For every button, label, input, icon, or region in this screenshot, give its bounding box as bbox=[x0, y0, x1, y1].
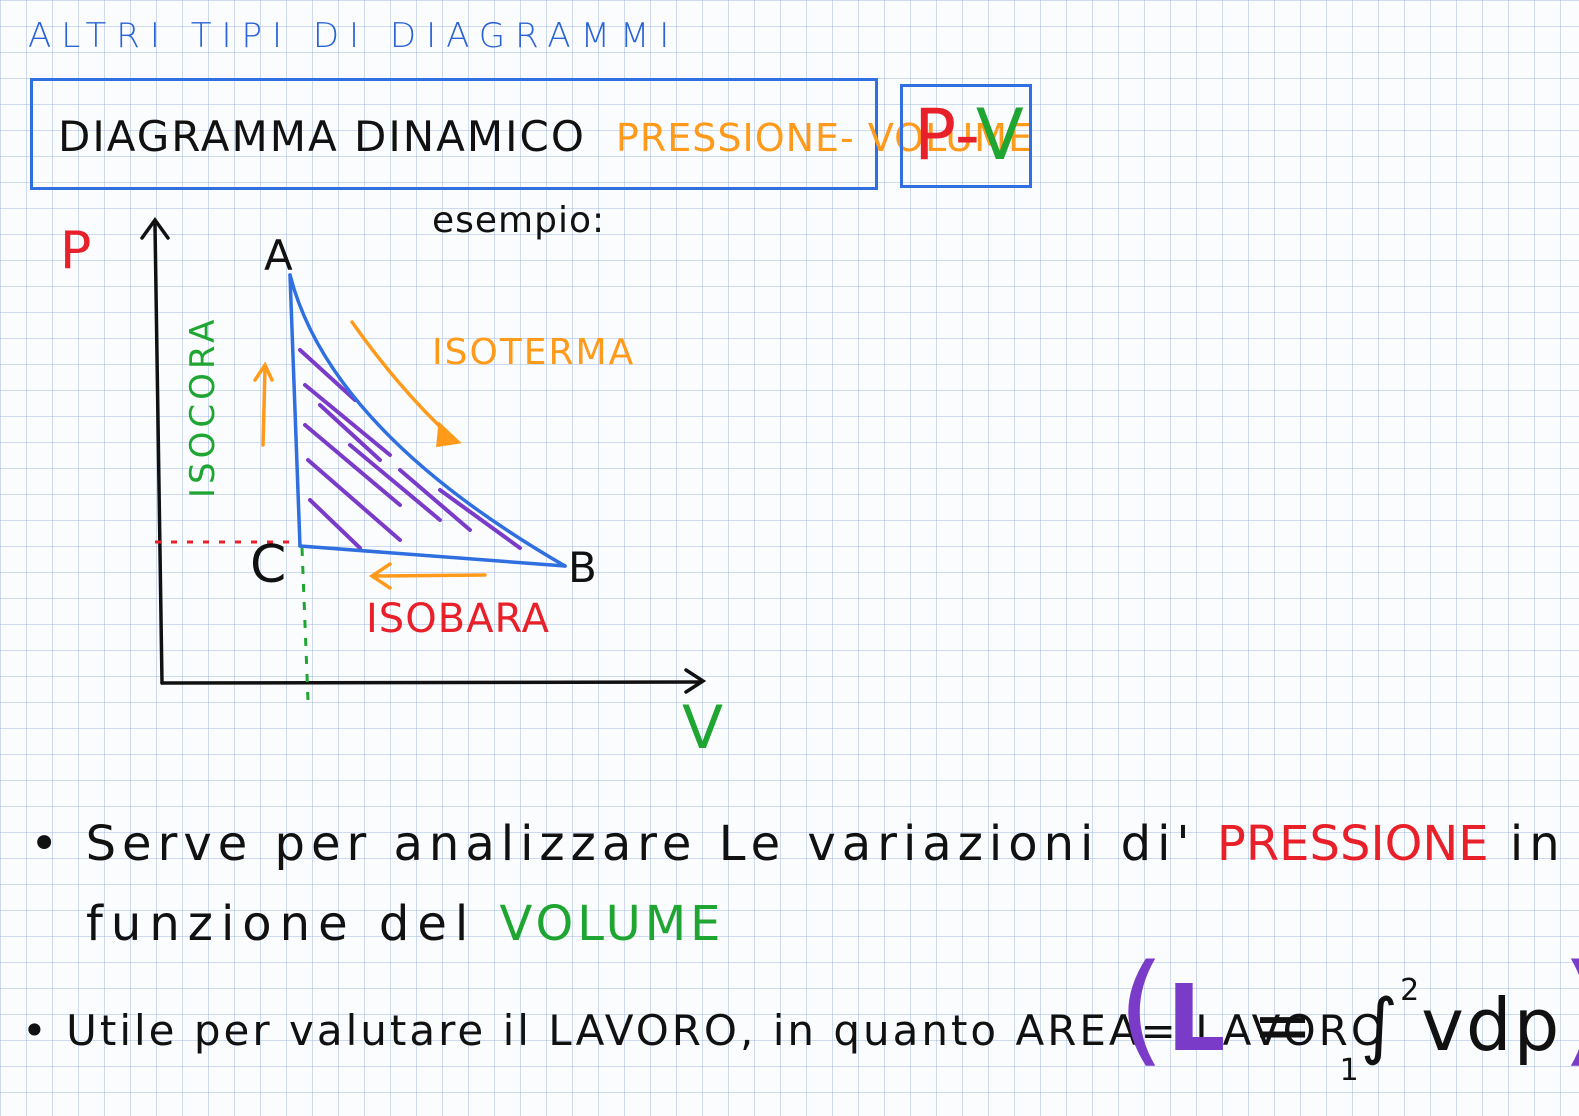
bullet-1-volume: VOLUME bbox=[499, 896, 725, 952]
example-label: esempio: bbox=[432, 200, 606, 241]
bullet-2-text: Utile per valutare il LAVORO, in quanto … bbox=[66, 1006, 1387, 1055]
thermo-cycle bbox=[288, 273, 567, 568]
pv-box bbox=[900, 84, 1032, 188]
isobar-arrow bbox=[373, 573, 487, 578]
x-axis-arrow bbox=[684, 668, 707, 694]
point-b: B bbox=[568, 543, 597, 592]
diagram-name: DIAGRAMMA DINAMICO bbox=[58, 112, 586, 161]
isobar-arrowhead bbox=[368, 562, 392, 590]
bullet-1-pressure: PRESSIONE bbox=[1216, 816, 1489, 872]
formula-lower-bound: 1 bbox=[1339, 1053, 1361, 1088]
isochore-arrowhead bbox=[253, 361, 274, 382]
isochore-arrow bbox=[261, 366, 267, 447]
page-title: ALTRI TIPI DI DIAGRAMMI bbox=[28, 16, 680, 56]
formula-integral: ∫ bbox=[1360, 983, 1401, 1067]
formula-work-symbol: L bbox=[1166, 965, 1228, 1072]
diagram-variables: PRESSIONE- VOLUME bbox=[615, 116, 1033, 160]
isotherm-label: ISOTERMA bbox=[432, 332, 635, 373]
formula-equals: = bbox=[1227, 983, 1340, 1067]
isobar-label: ISOBARA bbox=[366, 596, 550, 642]
axes bbox=[140, 217, 707, 694]
y-axis bbox=[153, 223, 164, 685]
point-a: A bbox=[264, 231, 293, 280]
bullet-2: • Utile per valutare il LAVORO, in quant… bbox=[22, 1006, 1387, 1055]
pv-label: P-V bbox=[914, 94, 1024, 176]
axis-y-label: P bbox=[60, 221, 91, 281]
diagram-type-label: DIAGRAMMA DINAMICO PRESSIONE- VOLUME bbox=[58, 112, 1033, 161]
pv-v: V bbox=[975, 94, 1024, 176]
x-axis bbox=[160, 680, 702, 685]
formula-open-paren: ( bbox=[1118, 940, 1167, 1079]
isochore-line bbox=[288, 273, 302, 548]
bullet-1-tail: in bbox=[1509, 816, 1566, 872]
isotherm-curve bbox=[288, 273, 567, 568]
formula-upper-bound: 2 bbox=[1400, 973, 1422, 1008]
isochore-label: ISOCORA bbox=[183, 316, 223, 498]
bullet-1-line-2: funzione del VOLUME bbox=[86, 896, 724, 952]
process-arrows bbox=[253, 320, 487, 590]
isotherm-arrowhead bbox=[436, 421, 462, 448]
y-axis-arrow bbox=[140, 217, 170, 240]
diagram-type-box bbox=[30, 78, 878, 190]
volume-dotted-line bbox=[300, 547, 310, 701]
work-formula: (L = 1∫2vdp) bbox=[1118, 940, 1579, 1088]
pv-dash: - bbox=[954, 94, 976, 176]
pv-p: P bbox=[914, 94, 955, 176]
hatched-work-area bbox=[298, 348, 522, 550]
formula-close-paren: ) bbox=[1561, 940, 1579, 1079]
bullet-1-line-2-text: funzione del bbox=[86, 896, 477, 952]
isobar-line bbox=[298, 544, 567, 568]
formula-integrand: vdp bbox=[1421, 983, 1562, 1067]
bullet-1: • Serve per analizzare Le variazioni di'… bbox=[30, 816, 1566, 872]
bullet-1-text: Serve per analizzare Le variazioni di' bbox=[85, 816, 1196, 872]
axis-x-label: V bbox=[682, 693, 723, 763]
point-c: C bbox=[250, 535, 286, 595]
